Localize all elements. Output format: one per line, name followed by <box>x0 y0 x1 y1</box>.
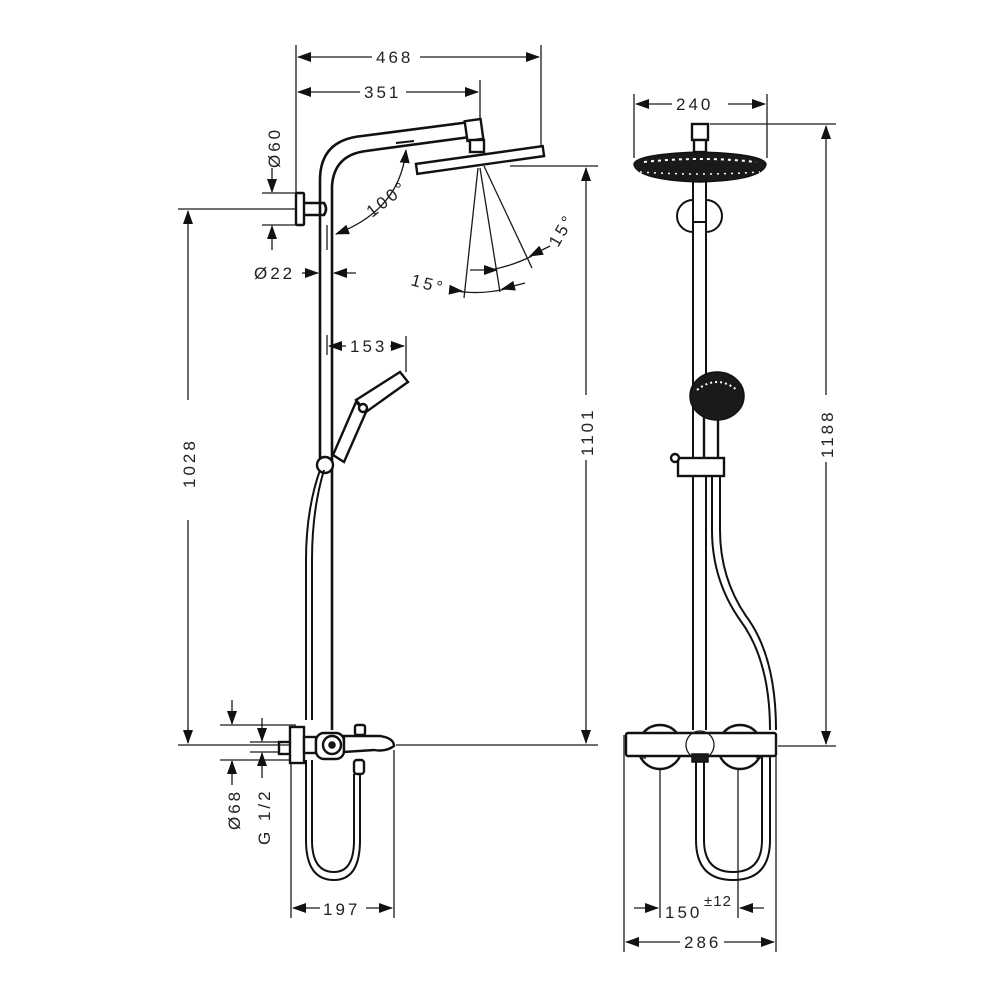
dim-height-wall-bracket: 1028 <box>178 208 296 746</box>
dim-label: 1028 <box>180 438 199 488</box>
dim-label: 100° <box>363 177 412 221</box>
head-connector <box>468 138 486 154</box>
bath-mixer-side <box>277 723 396 882</box>
spray-angle-label-1: 15° <box>409 271 447 298</box>
dim-label: Ø60 <box>265 127 284 168</box>
hand-shower-front <box>669 371 777 731</box>
dim-label: 1101 <box>578 407 597 456</box>
dim-label: 286 <box>684 933 721 952</box>
dim-head-diameter: 240 <box>633 94 768 158</box>
spray-angle-lines: 15° 15° <box>409 165 579 299</box>
dim-label: 150 <box>665 903 702 922</box>
dim-label: 351 <box>364 83 401 102</box>
overhead-shower <box>414 144 546 176</box>
overhead-shower-front <box>633 122 767 183</box>
dim-wall-flange: Ø60 <box>262 127 298 250</box>
side-view: 468 351 Ø60 <box>178 45 598 919</box>
dim-label: 1188 <box>818 409 837 458</box>
dim-label: 240 <box>676 95 713 114</box>
dim-label: 468 <box>376 48 413 67</box>
dim-label: Ø22 <box>254 264 295 283</box>
arm-joint <box>463 117 485 143</box>
dim-mixer-connection: Ø68 G 1/2 <box>220 700 296 845</box>
dim-label: 153 <box>350 337 387 356</box>
dim-label-flange: Ø68 <box>225 789 244 830</box>
dim-mixer-depth: 197 <box>290 750 395 919</box>
dim-height-head: 1101 <box>396 165 598 746</box>
wall-flange <box>294 191 306 227</box>
front-view: 240 <box>623 94 837 952</box>
dim-pipe-diameter: Ø22 <box>254 264 356 283</box>
dim-hand-shower: 153 <box>326 335 407 372</box>
spray-angle-label-2: 15° <box>545 210 579 250</box>
dim-connection-spacing: 150 ±12 <box>634 769 764 922</box>
dim-overall-height: 1188 <box>710 123 837 747</box>
dim-mixer-width: 286 <box>623 735 777 952</box>
dim-label-thread: G 1/2 <box>255 788 274 845</box>
hand-shower <box>315 370 410 475</box>
dim-arm-projection: 351 <box>297 83 479 102</box>
dim-overall-projection: 468 <box>297 48 540 67</box>
dim-tolerance: ±12 <box>704 893 732 910</box>
slide-holder <box>676 456 726 478</box>
bath-mixer-front <box>624 723 778 882</box>
dim-label: 197 <box>323 900 360 919</box>
